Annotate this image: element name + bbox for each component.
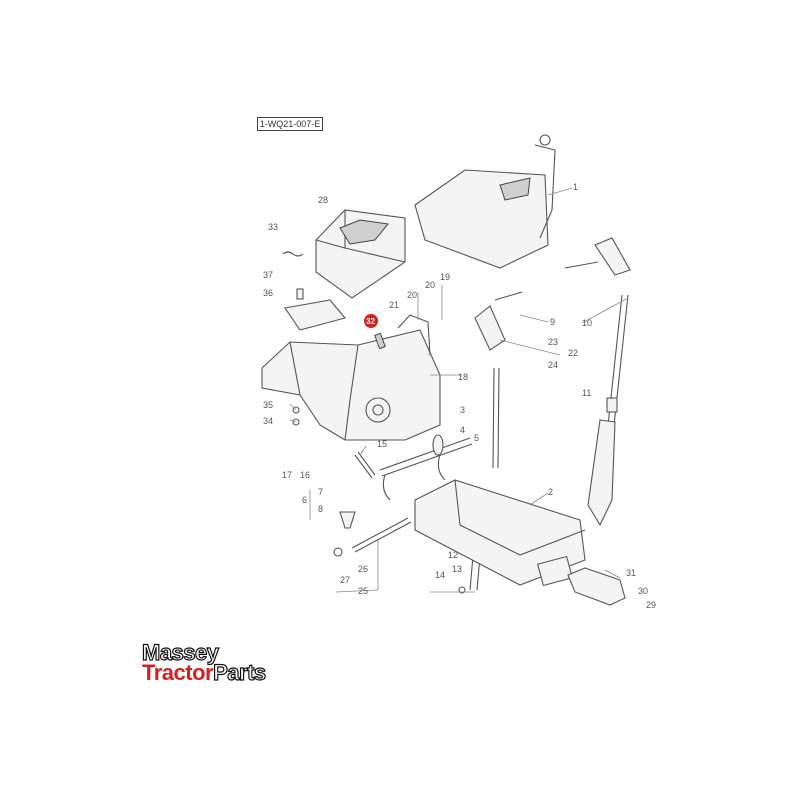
- callout-35: 35: [263, 400, 273, 410]
- linkage-assembly-part: [414, 134, 556, 269]
- long-shaft-part-edge: [354, 521, 412, 553]
- shaft-part: [379, 434, 473, 501]
- massey-tractor-parts-logo: Massey TractorParts: [141, 639, 302, 686]
- washer-part: [292, 406, 300, 414]
- washer-part: [292, 418, 300, 426]
- plate-part-36: [284, 299, 346, 331]
- callout-9: 9: [550, 317, 555, 327]
- callout-11: 11: [582, 388, 591, 398]
- washer-part: [333, 547, 343, 557]
- long-shaft-part: [351, 517, 409, 549]
- logo-word-parts: Parts: [212, 659, 266, 685]
- washer-part: [458, 586, 466, 594]
- callout-12: 12: [448, 550, 458, 560]
- links-and-rods: [469, 237, 631, 591]
- callout-37: 37: [263, 270, 273, 280]
- logo-line-tractor-parts: TractorParts: [142, 659, 267, 686]
- callout-34: 34: [263, 416, 273, 426]
- callout-16: 16: [300, 470, 310, 480]
- callout-33: 33: [268, 222, 278, 232]
- spring-part-15: [354, 451, 376, 479]
- callout-14: 14: [435, 570, 445, 580]
- callout-labels: 1 2 3 4 5 6 7 8 9 10 11 12 13 14 15 16 1…: [263, 182, 656, 610]
- bolt-part-32: [374, 332, 386, 350]
- callout-29: 29: [646, 600, 656, 610]
- highlighted-callout-label: 32: [366, 317, 375, 326]
- callout-36: 36: [263, 288, 273, 298]
- main-housing-part: [261, 314, 441, 441]
- callout-8: 8: [318, 504, 323, 514]
- diagram-reference-code: 1-WQ21-007-E: [257, 117, 323, 131]
- callout-18: 18: [458, 372, 468, 382]
- callout-10: 10: [582, 318, 592, 328]
- callout-28: 28: [318, 195, 328, 205]
- pin-part-37: [296, 288, 304, 300]
- callout-4: 4: [460, 425, 465, 435]
- callout-17: 17: [282, 470, 292, 480]
- callout-5: 5: [474, 433, 479, 443]
- callout-2: 2: [548, 487, 553, 497]
- callout-21: 21: [389, 300, 399, 310]
- cover-plate-part: [315, 209, 406, 299]
- logo-word-tractor: Tractor: [142, 660, 214, 685]
- callout-13: 13: [452, 564, 462, 574]
- callout-20: 20: [407, 290, 417, 300]
- callout-23: 23: [548, 337, 558, 347]
- callout-7: 7: [318, 487, 323, 497]
- callout-20b: 20: [425, 280, 435, 290]
- callout-26: 26: [358, 564, 368, 574]
- callout-15: 15: [377, 439, 387, 449]
- callout-1: 1: [573, 182, 578, 192]
- callout-31: 31: [626, 568, 636, 578]
- lower-frame-part: [414, 479, 586, 587]
- callout-19: 19: [440, 272, 450, 282]
- callout-27: 27: [340, 575, 350, 585]
- spring-part-33: [282, 251, 304, 257]
- bracket-part: [567, 567, 626, 606]
- callout-24: 24: [548, 360, 558, 370]
- callout-3: 3: [460, 405, 465, 415]
- nut-part: [339, 511, 356, 529]
- leader-lines: [289, 187, 629, 593]
- highlighted-callout-32: 32: [364, 314, 378, 328]
- callout-6: 6: [302, 495, 307, 505]
- logo-word-massey: Massey: [141, 639, 219, 665]
- callout-30: 30: [638, 586, 648, 596]
- callout-25: 25: [358, 586, 368, 596]
- callout-22: 22: [568, 348, 578, 358]
